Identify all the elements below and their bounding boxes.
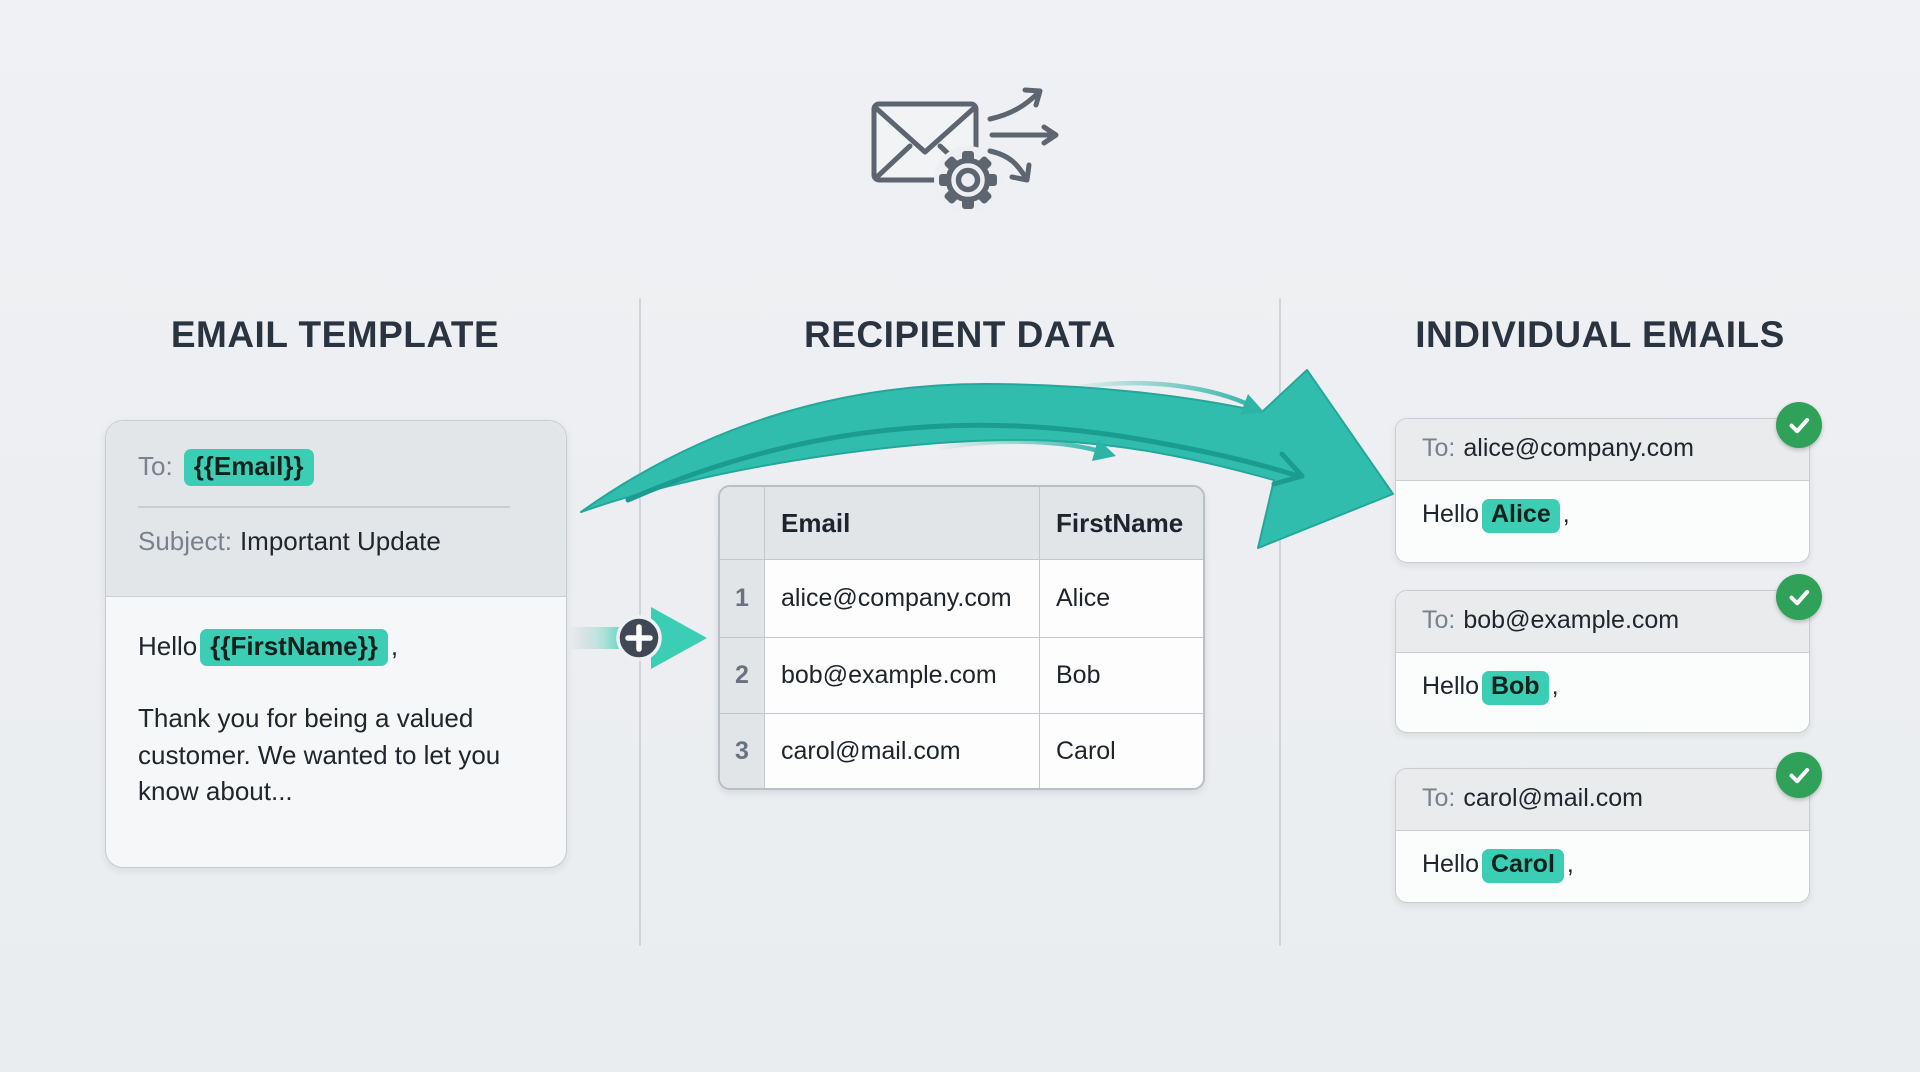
- success-badge: [1776, 752, 1822, 798]
- heading-individual-emails: INDIVIDUAL EMAILS: [1415, 314, 1785, 355]
- email-cell: bob@example.com: [765, 638, 1040, 714]
- success-badge: [1776, 402, 1822, 448]
- right-arrow-icon: [651, 607, 707, 669]
- column-divider: [1279, 298, 1281, 946]
- firstname-cell: Carol: [1040, 714, 1203, 788]
- to-label: To:: [138, 451, 173, 481]
- subject-value: Important Update: [239, 525, 441, 556]
- column-header-firstname: FirstName: [1040, 487, 1203, 560]
- firstname-cell: Bob: [1040, 638, 1203, 714]
- merge-flow-swoosh-arrow: [580, 369, 1394, 549]
- merged-name-chip: Alice: [1481, 499, 1560, 533]
- to-label: To:: [1422, 784, 1456, 812]
- template-card-body: Hello{{FirstName}}, Thank you for being …: [106, 597, 566, 811]
- greeting-suffix: ,: [1566, 850, 1574, 878]
- email-variable-chip: {{Email}}: [183, 449, 314, 486]
- email-template-card: To: {{Email}} Subject:Important Update He…: [105, 420, 567, 868]
- greeting-suffix: ,: [1551, 672, 1559, 700]
- fade-tail: [570, 627, 623, 649]
- merged-name-chip: Carol: [1481, 849, 1564, 883]
- to-value: alice@company.com: [1463, 434, 1694, 462]
- greeting-prefix: Hello: [138, 631, 198, 661]
- greeting-suffix: ,: [390, 631, 399, 661]
- merged-name-chip: Bob: [1481, 671, 1549, 705]
- gear-icon: [939, 151, 997, 209]
- small-arrow-icon: [1069, 380, 1264, 415]
- to-label: To:: [1422, 434, 1456, 462]
- column-header-email: Email: [765, 487, 1040, 560]
- greeting-suffix: ,: [1562, 500, 1570, 528]
- row-index: 2: [720, 638, 765, 714]
- template-card-header: To: {{Email}} Subject:Important Update: [106, 421, 566, 597]
- heading-recipient-data: RECIPIENT DATA: [804, 314, 1116, 355]
- to-value: carol@mail.com: [1463, 784, 1643, 812]
- fan-out-arrows-icon: [987, 87, 1059, 183]
- greeting-prefix: Hello: [1422, 672, 1479, 700]
- greeting-prefix: Hello: [1422, 850, 1479, 878]
- inner-flow-line: [625, 422, 1301, 503]
- envelope-gear-send-icon: [871, 87, 1059, 212]
- row-index: 1: [720, 560, 765, 638]
- recipient-table: Email FirstName 1 alice@company.com Alic…: [718, 485, 1205, 790]
- email-card-header: To:alice@company.com: [1396, 419, 1809, 481]
- row-index: 3: [720, 714, 765, 788]
- curved-arrow-icon: [580, 369, 1394, 549]
- to-label: To:: [1422, 606, 1456, 634]
- merge-plus-arrow: [570, 607, 707, 669]
- small-arrow-icon: [937, 439, 1116, 461]
- firstname-variable-chip: {{FirstName}}: [200, 629, 388, 666]
- firstname-cell: Alice: [1040, 560, 1203, 638]
- check-icon: [1789, 768, 1810, 784]
- heading-email-template: EMAIL TEMPLATE: [170, 314, 500, 355]
- email-cell: carol@mail.com: [765, 714, 1040, 788]
- to-value: bob@example.com: [1463, 606, 1680, 634]
- header-divider: [138, 505, 510, 508]
- subject-label: Subject:: [138, 525, 232, 556]
- check-icon: [1789, 418, 1810, 434]
- success-badge: [1776, 574, 1822, 620]
- table-corner-cell: [720, 487, 765, 560]
- greeting-prefix: Hello: [1422, 500, 1479, 528]
- email-card-header: To:bob@example.com: [1396, 591, 1809, 653]
- email-card-header: To:carol@mail.com: [1396, 769, 1809, 831]
- template-body-text: Thank you for being a valued customer. W…: [138, 702, 501, 807]
- email-cell: alice@company.com: [765, 560, 1040, 638]
- check-icon: [1789, 590, 1810, 606]
